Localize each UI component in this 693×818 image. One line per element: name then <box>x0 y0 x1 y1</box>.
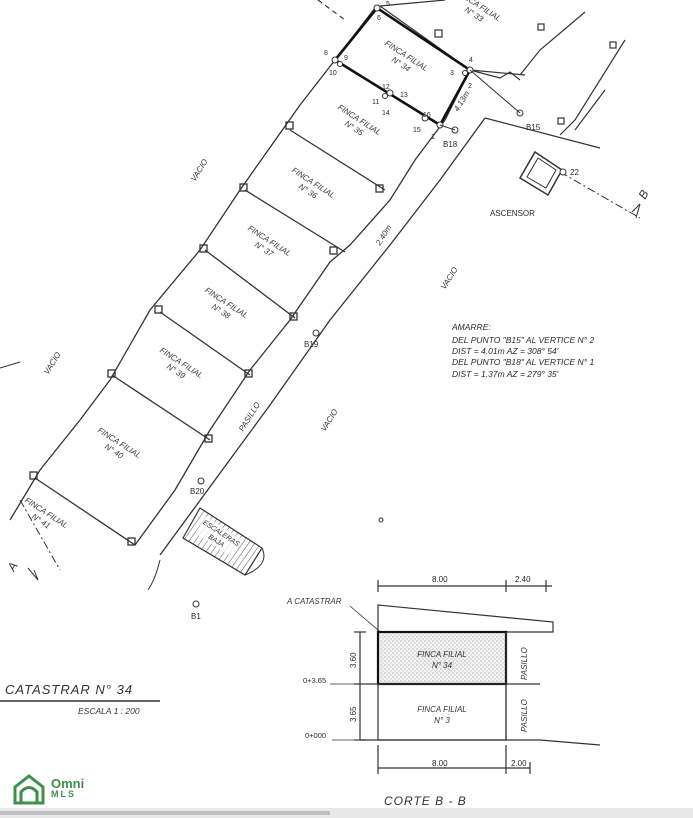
point-22-label: 22 <box>570 168 579 177</box>
logo-name: Omni <box>51 776 85 791</box>
section-a-line <box>19 499 61 571</box>
ascensor-elevator <box>518 150 563 197</box>
bottom-scrollbar-thumb[interactable] <box>0 811 330 815</box>
svg-text:8: 8 <box>324 50 328 57</box>
right-building-lines <box>469 39 626 149</box>
svg-text:16: 16 <box>423 112 431 119</box>
svg-text:DIST = 4.01m AZ = 308° 54': DIST = 4.01m AZ = 308° 54' <box>452 346 559 356</box>
bottom-curve <box>147 559 161 591</box>
b15-tie-line <box>469 69 521 114</box>
point-b15-label: B15 <box>526 123 541 132</box>
section-upper-num: N° 34 <box>432 661 453 670</box>
section-b-line <box>559 171 641 219</box>
svg-text:3: 3 <box>450 70 454 77</box>
unit-40-label: FINCA FILIAL N° 40 <box>96 426 142 461</box>
svg-text:11: 11 <box>372 99 379 106</box>
svg-text:DIST = 1.37m AZ = 279° 35': DIST = 1.37m AZ = 279° 35' <box>452 369 559 379</box>
left-vacio-tick <box>0 361 21 369</box>
unit-38-label: FINCA FILIAL N° 38 <box>203 286 249 321</box>
unit-33-label: FINCA FILIAL N° 33 <box>456 0 502 24</box>
section-a-arrow <box>27 567 39 581</box>
pasillo-label: PASILLO <box>237 401 262 434</box>
svg-text:DEL PUNTO "B15" AL VERTICE N°: DEL PUNTO "B15" AL VERTICE N° 2 <box>452 335 594 345</box>
svg-text:10: 10 <box>329 70 337 77</box>
ascensor-label: ASCENSOR <box>490 209 535 218</box>
section-mark-b: B <box>635 188 651 202</box>
svg-text:5: 5 <box>386 1 390 8</box>
unit-37-label: FINCA FILIAL N° 37 <box>246 224 292 259</box>
section-lower-label: FINCA FILIAL <box>417 705 467 714</box>
svg-text:4: 4 <box>469 57 473 64</box>
title-scale: ESCALA 1 : 200 <box>78 706 140 716</box>
units-strip <box>9 7 486 556</box>
point-22-marker <box>559 168 567 176</box>
bottom-scrollbar-track[interactable] <box>0 808 693 818</box>
section-lower-num: N° 3 <box>434 716 450 725</box>
point-b19-label: B19 <box>304 340 319 349</box>
vacio-label-3: VACIO <box>42 351 63 377</box>
svg-text:15: 15 <box>413 127 421 134</box>
point-b1-label: B1 <box>191 612 201 621</box>
unit-39-label: FINCA FILIAL N° 39 <box>158 346 204 381</box>
unit-36-label: FINCA FILIAL N° 36 <box>290 166 336 201</box>
vacio-label-2: VACIO <box>439 266 460 292</box>
section-dim-top-2: 2.40 <box>515 575 531 584</box>
section-bb-drawing <box>330 580 601 774</box>
level-lower: 0+000 <box>305 731 326 740</box>
section-upper-label: FINCA FILIAL <box>417 650 467 659</box>
house-logo-icon <box>13 774 45 805</box>
unit-34-label: FINCA FILIAL N° 34 <box>383 39 429 74</box>
point-b18-label: B18 <box>443 140 458 149</box>
vertex-markers <box>192 4 524 608</box>
a-catastrar-label: A CATASTRAR <box>286 597 342 606</box>
level-upper: 0+3.65 <box>303 676 326 685</box>
svg-text:14: 14 <box>382 110 390 117</box>
section-height-lower: 3.65 <box>349 706 358 722</box>
section-title: CORTE B - B <box>384 794 467 808</box>
svg-text:6: 6 <box>377 15 381 22</box>
amarre-note: AMARRE: DEL PUNTO "B15" AL VERTICE N° 2 … <box>451 322 594 379</box>
section-mark-a: A <box>4 560 21 575</box>
section-pasillo-upper: PASILLO <box>520 647 529 680</box>
svg-text:1: 1 <box>431 134 435 141</box>
point-b20-label: B20 <box>190 487 205 496</box>
section-pasillo-lower: PASILLO <box>520 699 529 732</box>
svg-text:12: 12 <box>382 84 390 91</box>
vacio-label-1: VACIO <box>189 158 210 184</box>
section-height-upper: 3.60 <box>349 652 358 668</box>
section-dim-bottom-2: 2.00 <box>511 759 527 768</box>
vacio-label-4: VACIO <box>319 408 340 434</box>
svg-text:2: 2 <box>468 83 472 90</box>
unit-35-label: FINCA FILIAL N° 35 <box>336 103 382 138</box>
svg-text:AMARRE:: AMARRE: <box>451 322 491 332</box>
vertex-numbers: 1 2 3 4 5 6 8 9 10 11 12 13 14 15 16 <box>324 1 473 141</box>
logo-sub: MLS <box>51 789 76 799</box>
section-dim-bottom-1: 8.00 <box>432 759 448 768</box>
b18-tie-line <box>439 124 456 131</box>
svg-text:DEL PUNTO "B18" AL VERTICE N°: DEL PUNTO "B18" AL VERTICE N° 1 <box>452 357 594 367</box>
svg-text:9: 9 <box>344 55 348 62</box>
svg-text:13: 13 <box>400 92 408 99</box>
omni-mls-logo: Omni MLS <box>12 773 84 805</box>
title-catastrar: CATASTRAR N° 34 <box>5 682 133 697</box>
unit-41-label: FINCA FILIAL N° 41 <box>23 496 69 531</box>
section-b-arrow <box>631 203 641 219</box>
section-dim-top-1: 8.00 <box>432 575 448 584</box>
